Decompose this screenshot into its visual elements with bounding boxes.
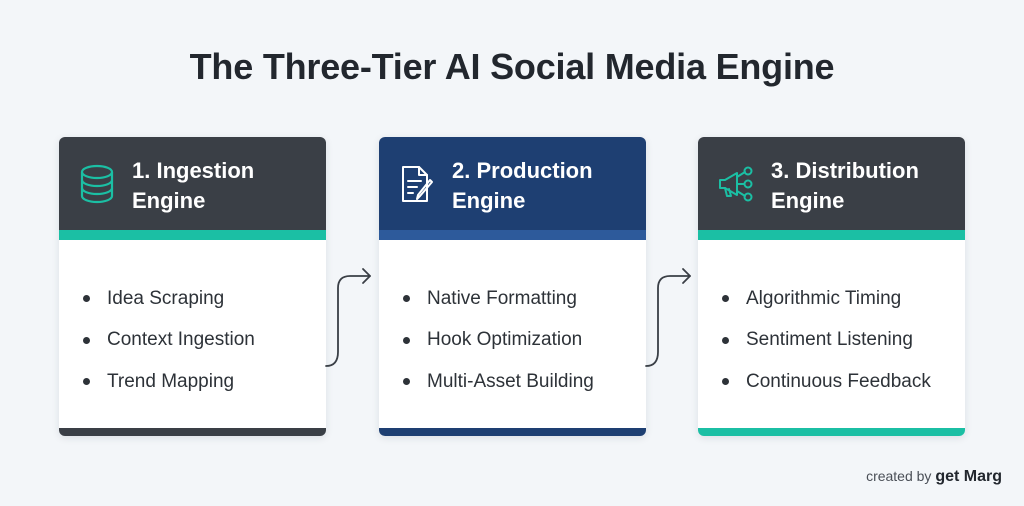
card-title-line1: 2. Production [452,158,593,183]
card-bottom-bar [59,428,326,436]
feature-list: Native Formatting Hook Optimization Mult… [403,278,594,403]
flow-arrow-icon [325,268,371,367]
list-item-label: Context Ingestion [107,329,255,351]
bullet [722,378,729,386]
card-header: 1. Ingestion Engine [59,137,326,230]
bullet [403,336,410,344]
list-item-label: Sentiment Listening [746,329,913,351]
bullet [403,378,410,386]
bullet [83,336,90,344]
bullet [722,336,729,344]
list-item: Native Formatting [403,278,594,320]
card-title: 2. Production Engine [452,156,593,216]
card-bottom-bar [698,428,965,436]
credit-prefix: created by [866,468,932,484]
megaphone-network-icon [719,166,753,202]
bullet [83,378,90,386]
list-item-label: Trend Mapping [107,370,235,392]
distribution-engine-card: 3. Distribution Engine Algorithmic Timin… [698,137,965,436]
list-item: Idea Scraping [83,278,255,320]
list-item-label: Hook Optimization [427,329,583,351]
list-item: Context Ingestion [83,320,255,362]
list-item: Trend Mapping [83,361,255,403]
list-item: Sentiment Listening [722,320,931,362]
card-bottom-bar [379,428,646,436]
feature-list: Idea Scraping Context Ingestion Trend Ma… [83,278,255,403]
credit-line: created by get Marg [866,468,1002,486]
header-accent-stripe [698,230,965,240]
list-item: Continuous Feedback [722,361,931,403]
card-title-line1: 3. Distribution [771,158,919,183]
card-title-line2: Engine [771,188,845,213]
list-item: Multi-Asset Building [403,361,594,403]
feature-list: Algorithmic Timing Sentiment Listening C… [722,278,931,403]
card-title-line1: 1. Ingestion [132,158,255,183]
bullet [403,295,410,303]
header-accent-stripe [379,230,646,240]
ingestion-engine-card: 1. Ingestion Engine Idea Scraping Contex… [59,137,326,436]
card-title: 1. Ingestion Engine [132,156,254,216]
list-item: Hook Optimization [403,320,594,362]
flow-arrow-icon [645,268,691,367]
bullet [722,295,729,303]
list-item-label: Multi-Asset Building [427,370,594,392]
list-item-label: Idea Scraping [107,287,225,309]
list-item: Algorithmic Timing [722,278,931,320]
card-header: 2. Production Engine [379,137,646,230]
card-title: 3. Distribution Engine [771,156,919,216]
header-accent-stripe [59,230,326,240]
bullet [83,295,90,303]
list-item-label: Algorithmic Timing [746,287,902,309]
database-icon [80,164,114,204]
card-header: 3. Distribution Engine [698,137,965,230]
page-title: The Three-Tier AI Social Media Engine [189,46,835,87]
list-item-label: Native Formatting [427,287,577,309]
production-engine-card: 2. Production Engine Native Formatting H… [379,137,646,436]
card-title-line2: Engine [132,188,206,213]
credit-brand: get Marg [935,468,1002,485]
list-item-label: Continuous Feedback [746,370,931,392]
document-edit-icon [402,166,433,202]
card-title-line2: Engine [452,188,526,213]
